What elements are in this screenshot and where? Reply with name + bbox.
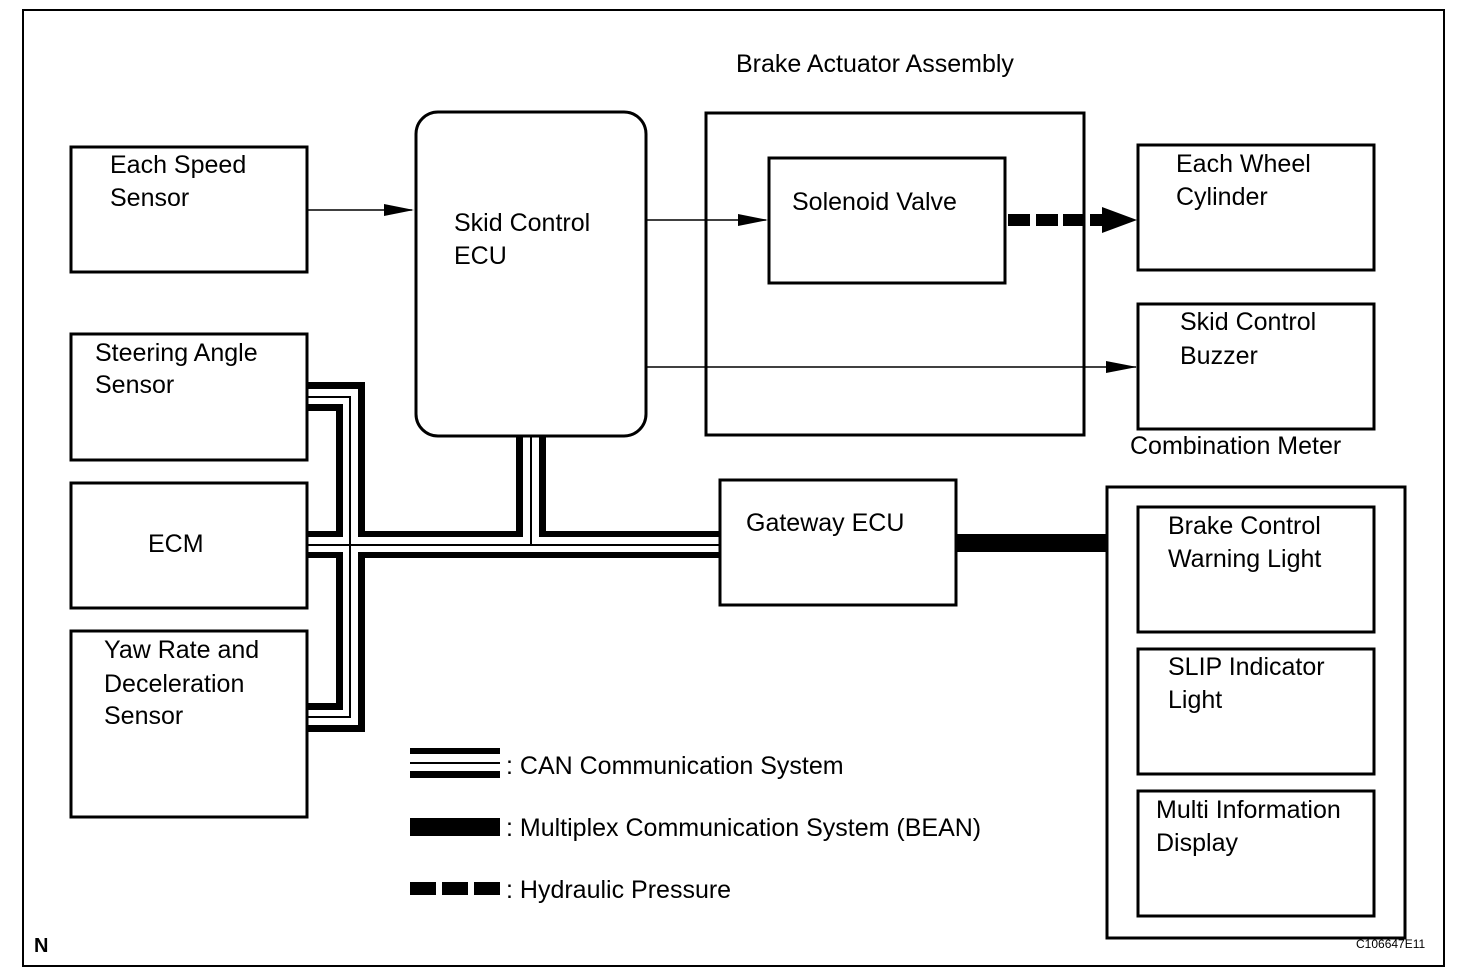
multi-info-display-label-1: Multi Information	[1156, 796, 1341, 824]
yaw-rate-sensor-label-1: Yaw Rate and	[104, 636, 259, 664]
wheel-cylinder-label-1: Each Wheel	[1176, 150, 1311, 178]
combination-meter-box	[1105, 485, 1407, 940]
speed-sensor-label-2: Sensor	[110, 184, 189, 212]
steering-angle-sensor-label-1: Steering Angle	[95, 339, 258, 367]
combination-meter-label: Combination Meter	[1130, 432, 1341, 460]
slip-indicator-label-1: SLIP Indicator	[1168, 653, 1325, 681]
slip-indicator-label-2: Light	[1168, 686, 1222, 714]
brake-actuator-assembly-box	[704, 111, 1086, 437]
hydraulic-pressure-line	[1008, 207, 1137, 233]
brake-warning-light-block: Brake Control Warning Light	[1136, 505, 1376, 634]
slip-indicator-block: SLIP Indicator Light	[1136, 647, 1376, 776]
solenoid-valve-block: Solenoid Valve	[767, 156, 1007, 285]
hydraulic-symbol-dash-1	[410, 882, 436, 895]
speed-sensor-arrowhead	[384, 204, 414, 216]
hydraulic-arrowhead	[1102, 207, 1137, 233]
steering-angle-sensor-block: Steering Angle Sensor	[69, 332, 309, 462]
legend-item-can: : CAN Communication System	[410, 748, 844, 780]
gateway-ecu-label: Gateway ECU	[746, 509, 904, 537]
yaw-rate-sensor-label-3: Sensor	[104, 702, 183, 730]
gateway-ecu-block: Gateway ECU	[718, 478, 958, 607]
skid-control-ecu-label-1: Skid Control	[454, 209, 590, 237]
hydraulic-symbol-dash-2	[442, 882, 468, 895]
skid-control-buzzer-label-2: Buzzer	[1180, 342, 1258, 370]
can-symbol-middle	[410, 762, 500, 764]
skid-control-ecu-block: Skid Control ECU	[414, 110, 648, 438]
wheel-cylinder-block: Each Wheel Cylinder	[1136, 143, 1376, 272]
bean-symbol	[410, 818, 500, 836]
figure-id-label: C106647E11	[1356, 937, 1425, 951]
skid-control-ecu-label-2: ECU	[454, 242, 507, 270]
legend: : CAN Communication System : Multiplex C…	[410, 748, 981, 904]
buzzer-arrowhead	[1106, 361, 1137, 373]
yaw-rate-sensor-block: Yaw Rate and Deceleration Sensor	[69, 629, 309, 819]
legend-item-bean: : Multiplex Communication System (BEAN)	[410, 814, 981, 842]
can-symbol-top	[410, 748, 500, 754]
ecm-label: ECM	[148, 530, 204, 558]
speed-sensor-block: Each Speed Sensor	[69, 145, 309, 274]
legend-bean-label: : Multiplex Communication System (BEAN)	[506, 814, 981, 842]
multi-info-display-label-2: Display	[1156, 829, 1238, 857]
ecm-block: ECM	[69, 481, 309, 610]
corner-n-label: N	[34, 935, 48, 957]
brake-actuator-assembly-label: Brake Actuator Assembly	[736, 50, 1014, 78]
figure-frame	[22, 9, 1445, 967]
can-bus	[308, 382, 720, 732]
skid-control-buzzer-label-1: Skid Control	[1180, 308, 1316, 336]
speed-sensor-label-1: Each Speed	[110, 151, 246, 179]
skid-control-buzzer-block: Skid Control Buzzer	[1136, 302, 1376, 431]
solenoid-arrowhead	[738, 214, 768, 226]
can-symbol-bottom	[410, 771, 500, 778]
legend-item-hydraulic: : Hydraulic Pressure	[410, 876, 731, 904]
hydraulic-symbol-dash-3	[474, 882, 500, 895]
multi-info-display-block: Multi Information Display	[1136, 789, 1376, 918]
legend-can-label: : CAN Communication System	[506, 752, 844, 780]
bean-line-gateway-to-meter	[956, 534, 1107, 552]
brake-warning-light-label-2: Warning Light	[1168, 545, 1321, 573]
wheel-cylinder-label-2: Cylinder	[1176, 183, 1268, 211]
solenoid-valve-label: Solenoid Valve	[792, 188, 957, 216]
yaw-rate-sensor-label-2: Deceleration	[104, 670, 244, 698]
brake-warning-light-label-1: Brake Control	[1168, 512, 1321, 540]
steering-angle-sensor-label-2: Sensor	[95, 371, 174, 399]
legend-hydraulic-label: : Hydraulic Pressure	[506, 876, 731, 904]
